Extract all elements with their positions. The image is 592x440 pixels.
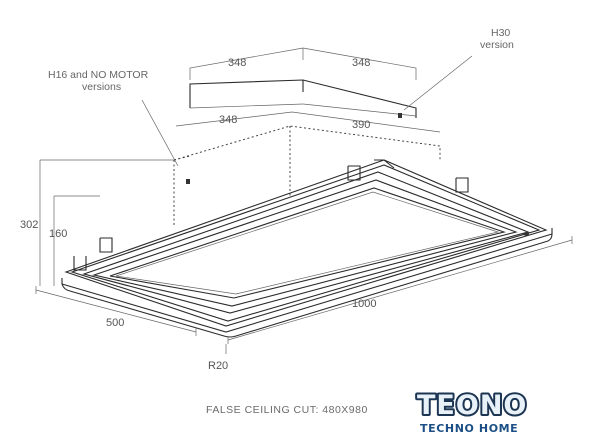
dim-length: 1000 — [352, 298, 376, 310]
hood-body — [61, 159, 553, 338]
teono-logo: TEONO TEONO TECHNO HOME — [415, 388, 528, 435]
h30-note-leader — [403, 55, 473, 111]
dim-inner-width: 348 — [219, 114, 237, 126]
dim-top-depth-right: 348 — [352, 57, 370, 69]
h16-note-leader — [141, 99, 179, 167]
dim-depth: 500 — [106, 317, 124, 329]
dimension-lines — [35, 47, 573, 354]
dim-body-height: 160 — [49, 228, 67, 240]
h16-rivet-icon — [186, 179, 190, 184]
logo-wordmark-outline: TEONO — [417, 390, 527, 421]
corner-screw-icon — [523, 232, 529, 236]
note-h16-line2: versions — [82, 81, 121, 93]
logo-wordmark: TEONO — [417, 390, 527, 421]
dim-inner-depth: 390 — [352, 119, 370, 131]
false-ceiling-cut-label: FALSE CEILING CUT: 480X980 — [206, 404, 368, 416]
dim-corner-radius: R20 — [208, 360, 228, 372]
logo-tagline: TECHNO HOME — [420, 422, 518, 435]
motor-housing-h16-dashed — [173, 125, 441, 225]
note-h30-line2: version — [480, 39, 514, 51]
note-h16-line1: H16 and NO MOTOR — [48, 69, 149, 81]
note-h30-line1: H30 — [491, 27, 510, 39]
dim-total-height: 302 — [20, 219, 38, 231]
dim-top-depth-left: 348 — [228, 57, 246, 69]
motor-housing-h30 — [189, 79, 417, 118]
housing-rivet-icon — [398, 113, 402, 118]
